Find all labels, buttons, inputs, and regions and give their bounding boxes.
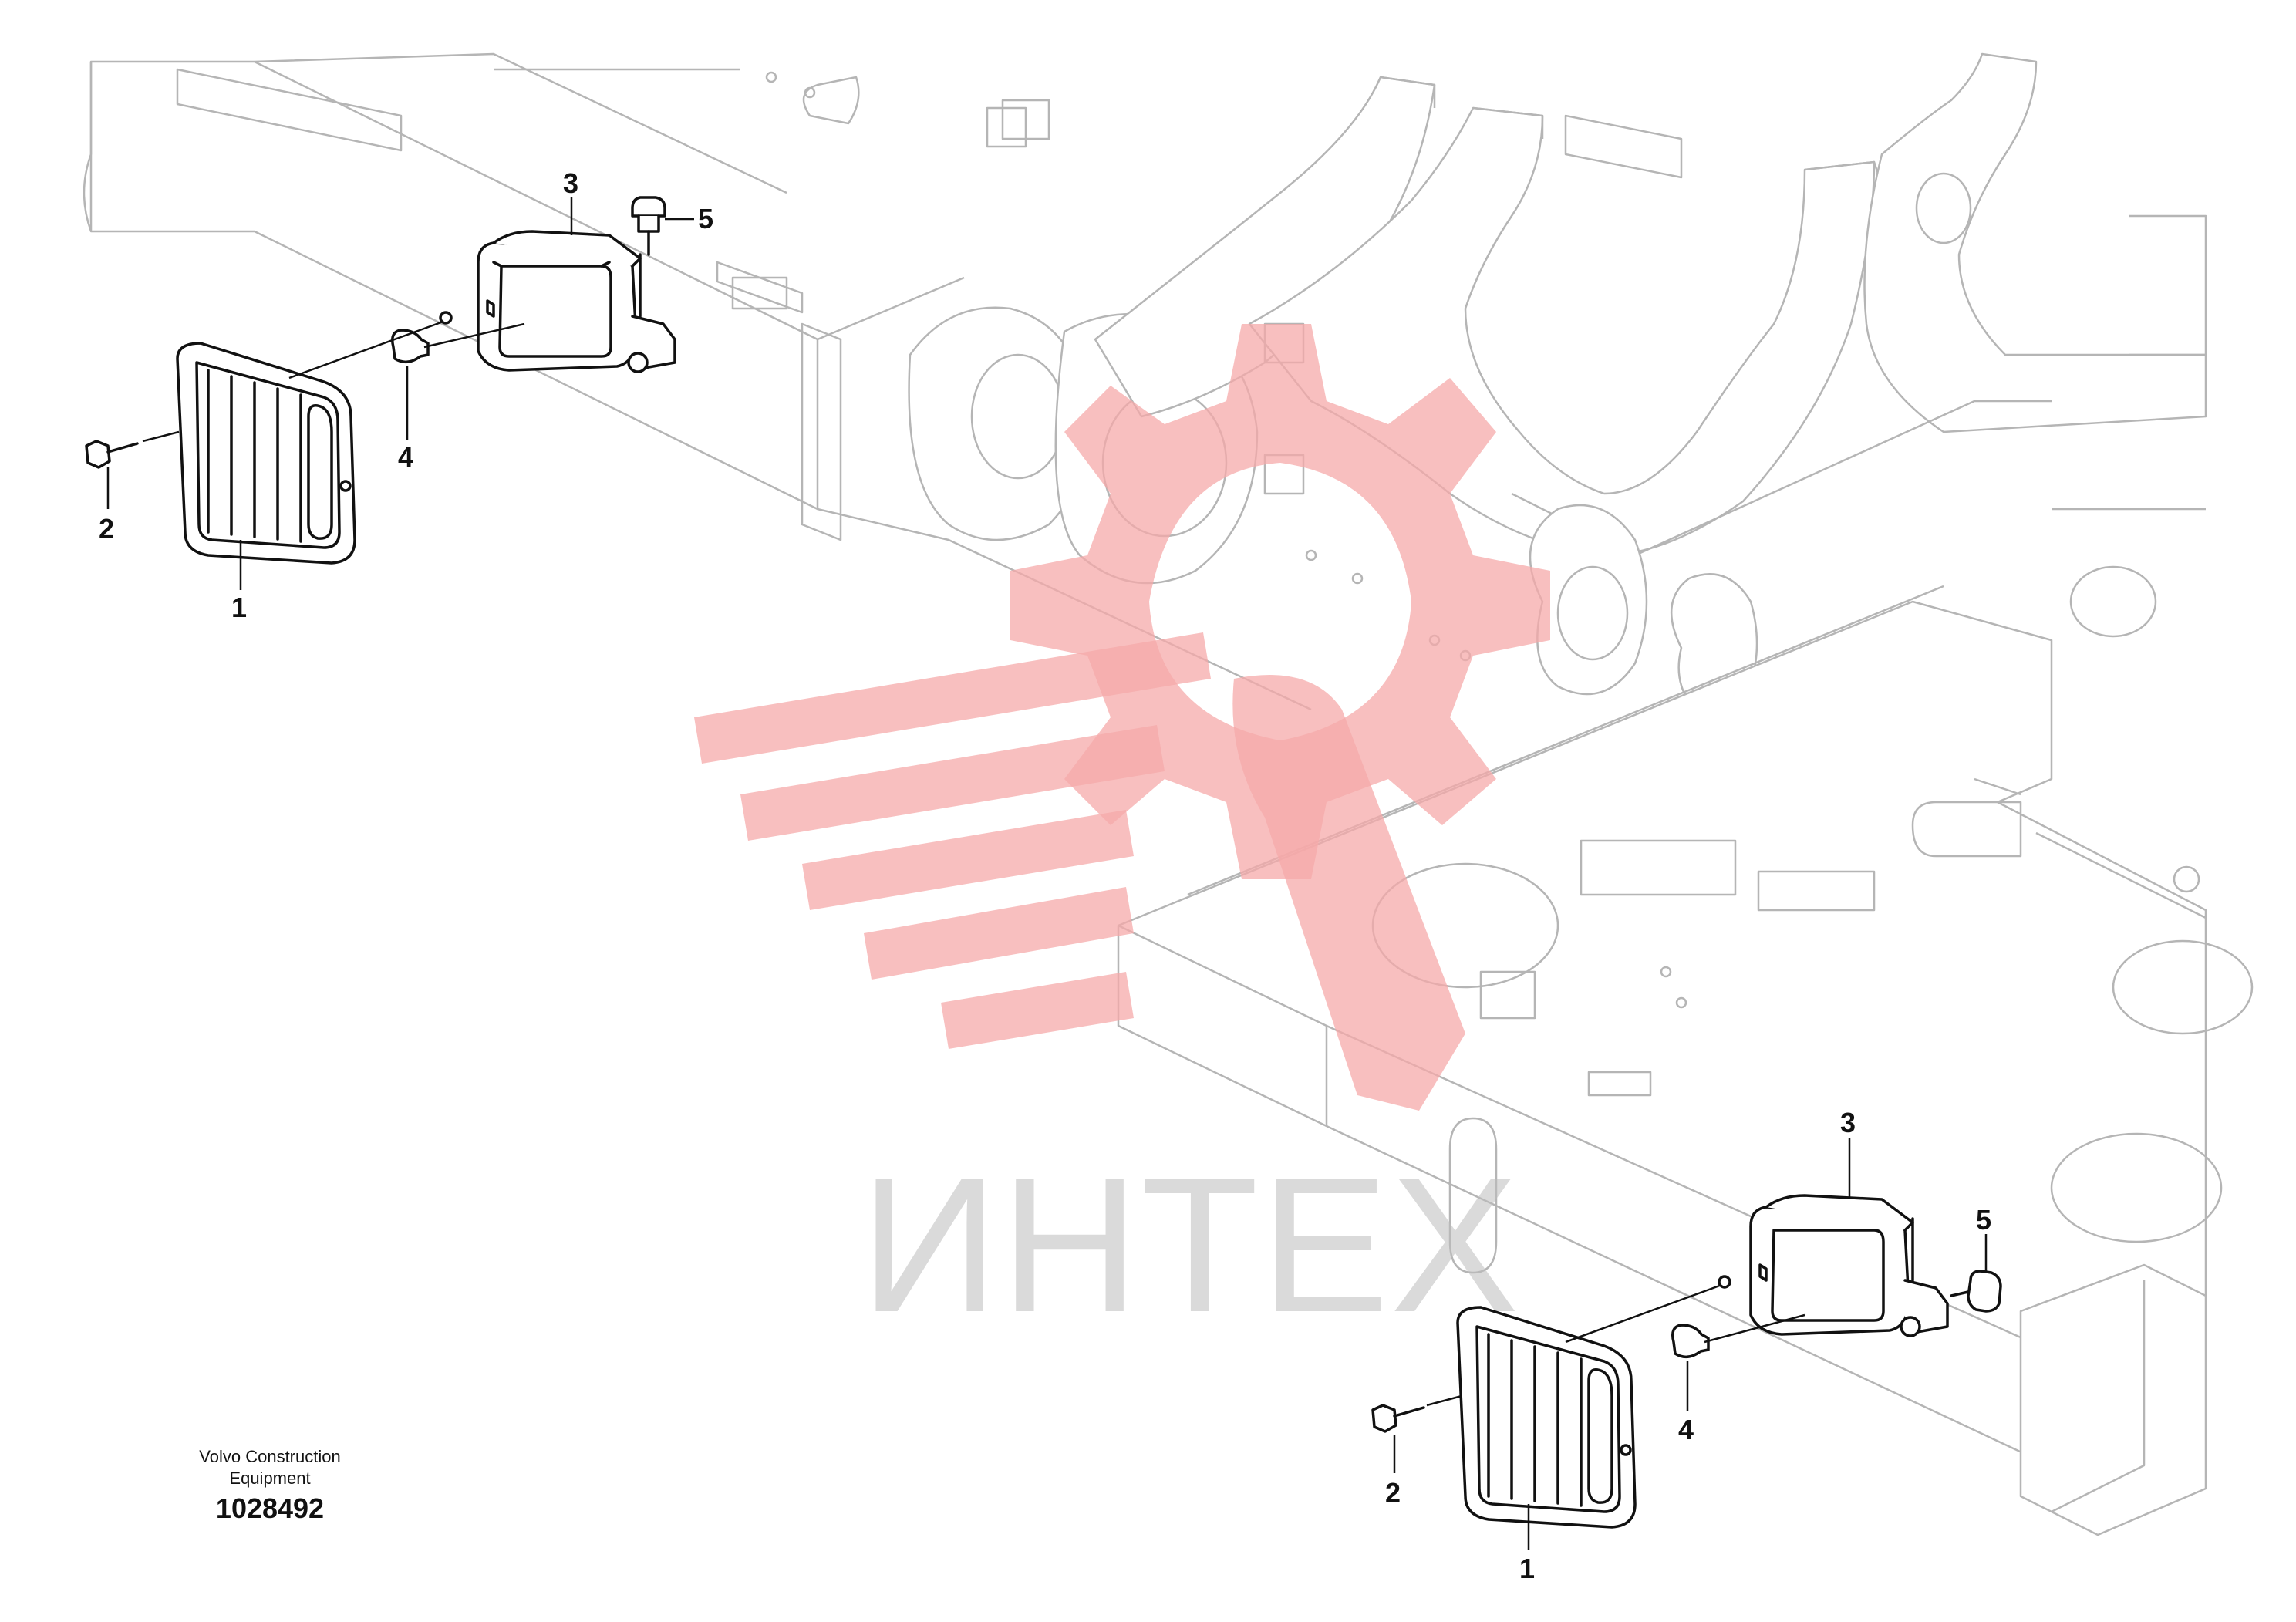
screw-icon xyxy=(1371,1404,1397,1433)
manufacturer-label: Volvo Construction Equipment xyxy=(177,1446,362,1489)
bolt-icon xyxy=(1967,1270,2002,1313)
callout-bolt-right: 5 xyxy=(1976,1204,1991,1236)
callout-housing-left: 3 xyxy=(563,167,578,199)
callout-bulb-right: 4 xyxy=(1678,1414,1694,1445)
drawing-number: 1028492 xyxy=(215,1492,325,1524)
right-lamp-assembly: 3 5 4 2 1 xyxy=(1371,1107,2002,1584)
manufacturer-line-2: Equipment xyxy=(229,1469,311,1488)
bulb-icon xyxy=(1671,1324,1710,1359)
watermark-logo: ИНТЕХ xyxy=(694,324,1550,1352)
left-lamp-assembly: 3 5 4 2 1 xyxy=(85,167,713,623)
manufacturer-line-1: Volvo Construction xyxy=(199,1447,341,1466)
machine-frame xyxy=(83,52,2254,1536)
screw-icon xyxy=(85,440,111,469)
bulb-icon xyxy=(391,329,430,364)
callout-bulb-left: 4 xyxy=(398,441,413,473)
callout-cover-left: 1 xyxy=(231,592,247,623)
callout-bolt-left: 5 xyxy=(698,203,713,234)
callout-screw-right: 2 xyxy=(1385,1477,1401,1509)
watermark-text: ИНТЕХ xyxy=(860,1137,1520,1352)
callout-housing-right: 3 xyxy=(1840,1107,1856,1138)
callout-cover-right: 1 xyxy=(1519,1553,1535,1584)
bolt-icon xyxy=(631,196,666,218)
callout-screw-left: 2 xyxy=(99,513,114,545)
